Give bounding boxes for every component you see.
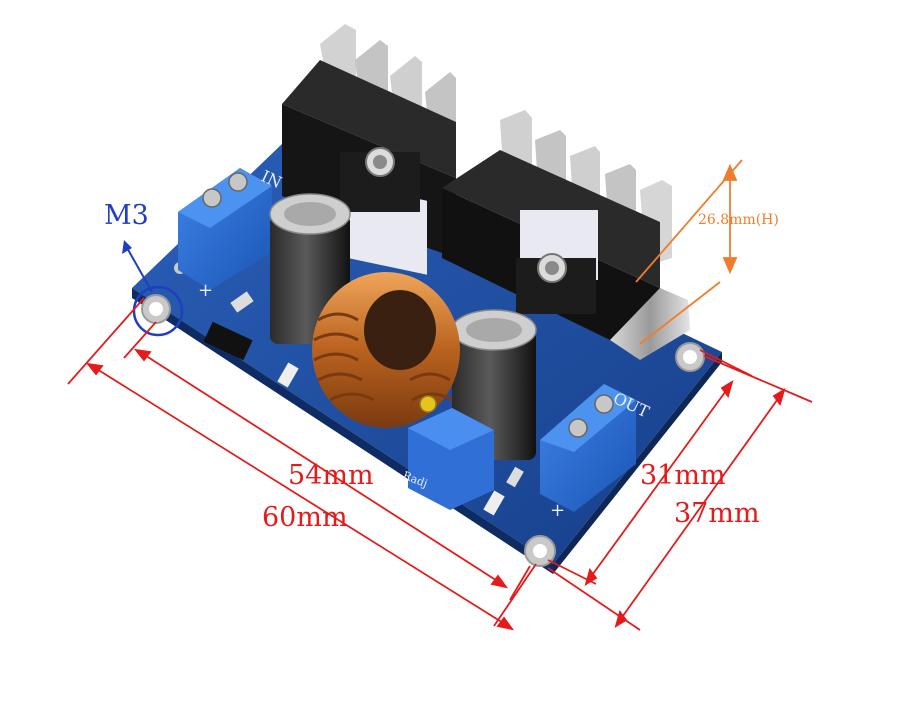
output-terminal-block [540, 384, 636, 512]
silkscreen-plus-out: + [550, 500, 565, 521]
inner-length-line [139, 351, 503, 585]
hole-label: M3 [104, 200, 149, 231]
hole-callout: M3 [104, 200, 184, 337]
hole-callout-arrow [125, 245, 153, 293]
smd-components [203, 291, 524, 516]
trimmer-potentiometer [408, 395, 494, 510]
label-inner-length: 54mm [288, 460, 374, 491]
heatsink-left [282, 24, 456, 275]
heatsink-right [442, 110, 690, 360]
label-outer-length: 60mm [262, 502, 348, 533]
mounting-holes [141, 262, 705, 567]
silkscreen-plus-in: + [198, 280, 213, 301]
label-height: 26.8mm(H) [698, 212, 779, 228]
outer-width-line [619, 395, 781, 621]
inner-width-line [589, 387, 729, 579]
input-terminal-block [178, 168, 272, 290]
height-dimension [635, 159, 743, 345]
hole-highlight-circle [132, 285, 184, 337]
dimension-lines [67, 297, 813, 631]
toroidal-inductor [312, 272, 460, 428]
outer-length-line [91, 365, 509, 627]
label-inner-width: 31mm [640, 460, 726, 491]
label-outer-width: 37mm [674, 498, 760, 529]
